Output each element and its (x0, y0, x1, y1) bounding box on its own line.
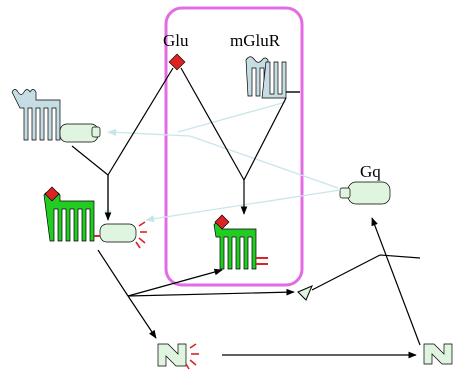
gq-protein-icon (339, 181, 391, 205)
mglur-receptor-icon (245, 56, 300, 99)
mglur-label: mGluR (230, 31, 281, 50)
highlight-box (164, 6, 304, 287)
gq-label: Gq (360, 162, 381, 181)
inactive-receptor-icon (11, 89, 101, 143)
active-receptor-center-icon (213, 214, 268, 270)
arrows (71, 67, 421, 359)
faded-arrows (107, 101, 341, 223)
active-receptor-left-icon (43, 186, 147, 249)
effector-triangle-icon (297, 285, 313, 301)
enzyme-n-active-icon (157, 343, 199, 370)
glutamate-ligand-icon (168, 53, 186, 71)
enzyme-n-icon (423, 343, 453, 365)
glu-label: Glu (163, 31, 189, 50)
